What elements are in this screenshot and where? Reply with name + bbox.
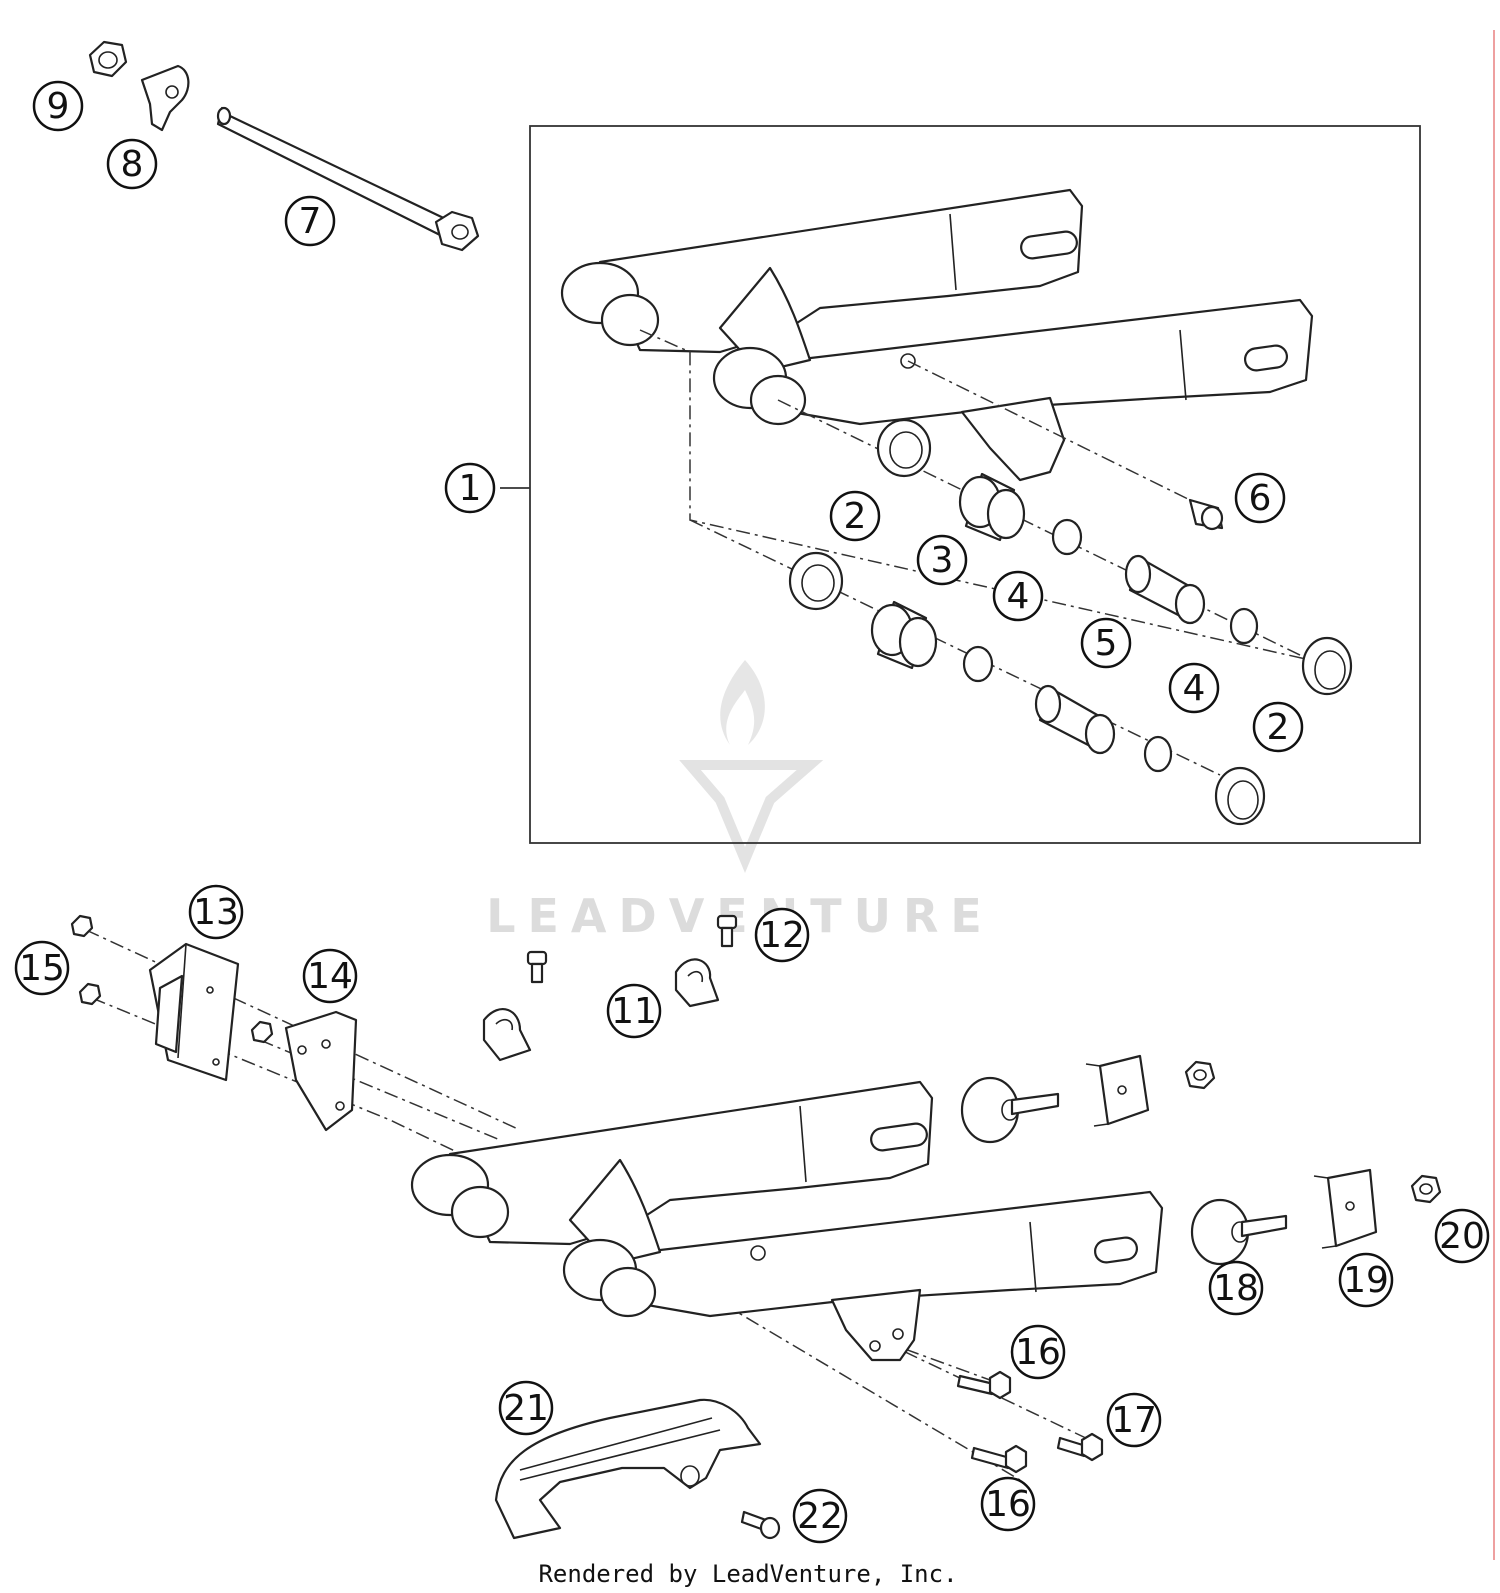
callout-4: 4: [1168, 662, 1220, 714]
screw-part: [526, 914, 738, 984]
o-ring-part: [1143, 735, 1173, 773]
bearing-seal-part: [1214, 766, 1266, 826]
watermark-v-icon: [679, 760, 824, 873]
callout-label: 2: [844, 496, 867, 537]
bearing-seal-part: [876, 418, 932, 478]
callout-4: 4: [992, 570, 1044, 622]
axis-line: [689, 519, 1221, 776]
axis-line: [699, 1289, 1021, 1481]
cable-clip-part: [482, 958, 720, 1062]
footer-credit: Rendered by LeadVenture, Inc.: [538, 1560, 957, 1588]
swingarm-axle-part: [216, 106, 480, 252]
needle-bearing-part: [1034, 684, 1116, 755]
axis-line: [777, 399, 1311, 661]
watermark-flame-icon: [720, 660, 765, 745]
callout-16: 16: [1010, 1324, 1066, 1380]
screw-part: [740, 1510, 781, 1540]
watermark: LEADVENTURE: [486, 660, 994, 943]
bushing-part: [958, 472, 1026, 542]
callout-3: 3: [916, 534, 968, 586]
nut-part: [88, 40, 128, 78]
bolt-part: [956, 1370, 1104, 1474]
callout-13: 13: [188, 884, 244, 940]
callout-label: 20: [1439, 1216, 1485, 1257]
callout-2: 2: [1252, 701, 1304, 753]
callout-21: 21: [498, 1380, 554, 1436]
chain-adjuster-part: [960, 1076, 1288, 1266]
callout-label: 9: [47, 86, 70, 127]
callout-label: 5: [1095, 623, 1118, 664]
callout-label: 16: [1015, 1332, 1061, 1373]
swingarm-part: [410, 1080, 1164, 1362]
chain-guide-block-part: [148, 942, 240, 1082]
lock-plate-part: [140, 64, 190, 132]
o-ring-part: [1051, 518, 1083, 556]
callout-9: 9: [32, 80, 84, 132]
callout-label: 14: [307, 956, 353, 997]
bearing-seal-part: [1301, 636, 1353, 696]
callout-label: 3: [931, 540, 954, 581]
swingarm-part: [560, 188, 1314, 482]
callout-label: 11: [611, 991, 657, 1032]
watermark-text: LEADVENTURE: [486, 889, 994, 943]
nut-small-part: [70, 914, 274, 1044]
callout-15: 15: [14, 940, 70, 996]
callout-label: 16: [985, 1484, 1031, 1525]
bushing-part: [870, 600, 938, 670]
callout-22: 22: [792, 1488, 848, 1544]
callout-label: 2: [1267, 707, 1290, 748]
callout-6: 6: [1234, 472, 1286, 524]
chain-adjuster-plate-part: [1085, 1054, 1378, 1249]
chain-slider-part: [494, 1398, 762, 1540]
needle-bearing-part: [1124, 554, 1206, 625]
callout-12: 12: [754, 907, 810, 963]
callout-16: 16: [980, 1476, 1036, 1532]
callout-label: 4: [1007, 576, 1030, 617]
callout-17: 17: [1106, 1392, 1162, 1448]
callout-8: 8: [106, 138, 158, 190]
callout-label: 17: [1111, 1400, 1157, 1441]
callout-11: 11: [606, 983, 662, 1039]
callout-label: 19: [1343, 1260, 1389, 1301]
callout-19: 19: [1338, 1252, 1394, 1308]
nut-part: [1184, 1060, 1442, 1204]
callout-label: 15: [19, 948, 65, 989]
callout-5: 5: [1080, 617, 1132, 669]
bushing-small-part: [1188, 498, 1224, 531]
callout-7: 7: [284, 195, 336, 247]
callout-label: 21: [503, 1388, 549, 1429]
bearing-seal-part: [788, 551, 844, 611]
callout-label: 1: [459, 468, 482, 509]
callout-20: 20: [1434, 1208, 1490, 1264]
callout-label: 22: [797, 1496, 843, 1537]
o-ring-part: [962, 645, 994, 683]
o-ring-part: [1229, 607, 1259, 645]
callout-label: 4: [1183, 668, 1206, 709]
axis-line: [85, 929, 521, 1131]
callouts: 9 8 7 1 2 3 4 5 4 2 6 13 15 14 12 11 18 …: [14, 80, 1490, 1544]
callout-label: 13: [193, 892, 239, 933]
axis-line: [259, 1039, 501, 1141]
callout-label: 12: [759, 915, 805, 956]
chain-guide-bracket-part: [284, 1010, 358, 1132]
callout-label: 18: [1213, 1268, 1259, 1309]
callout-2: 2: [829, 490, 881, 542]
callout-label: 6: [1249, 478, 1272, 519]
callout-18: 18: [1208, 1260, 1264, 1316]
callout-1: 1: [444, 462, 496, 514]
assembly-frame: [529, 125, 1421, 844]
callout-14: 14: [302, 948, 358, 1004]
callout-label: 7: [299, 201, 322, 242]
callout-label: 8: [121, 144, 144, 185]
